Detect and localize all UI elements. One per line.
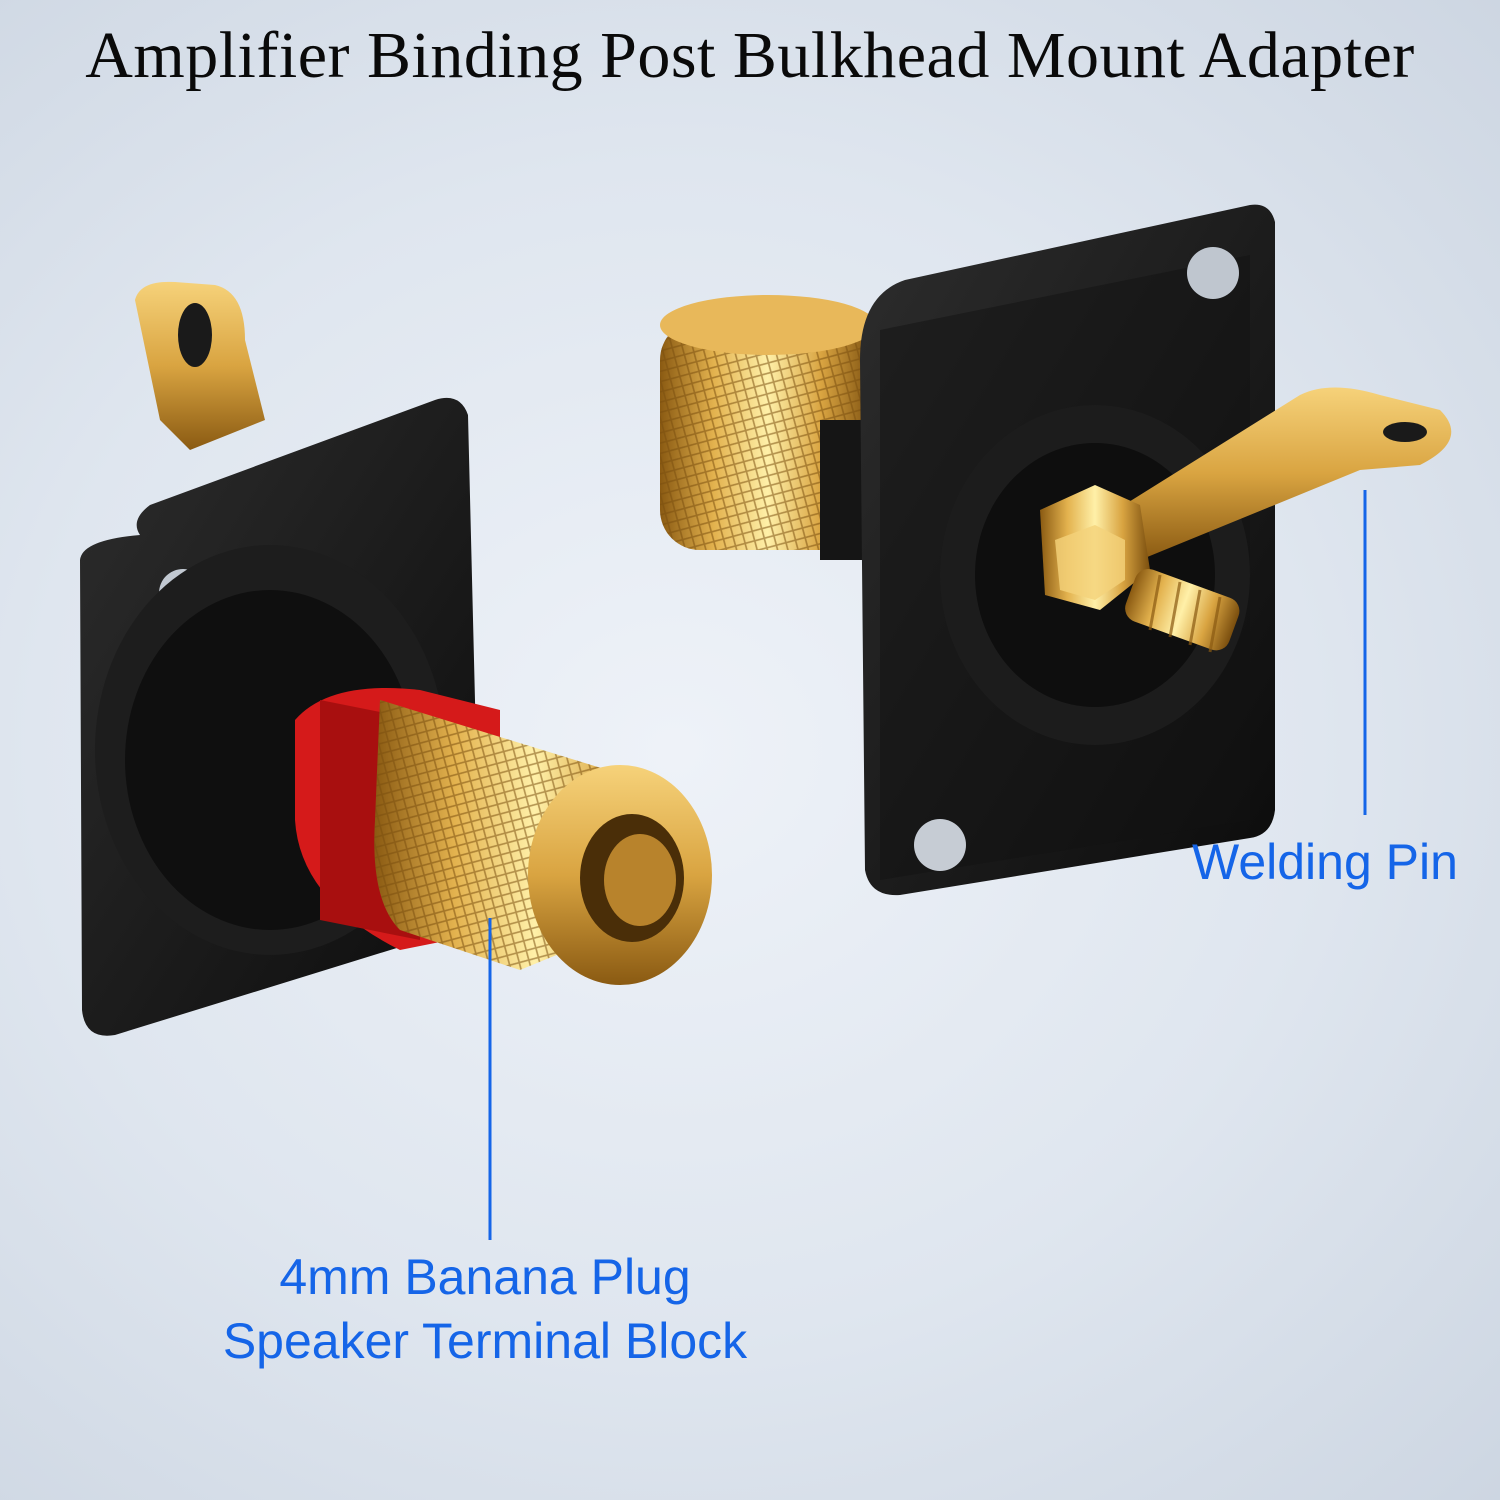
product-title: Amplifier Binding Post Bulkhead Mount Ad… xyxy=(85,19,1415,92)
welding-pin-label: Welding Pin xyxy=(1192,834,1458,890)
banana-plug-label-line2: Speaker Terminal Block xyxy=(222,1313,748,1369)
right-adapter xyxy=(660,204,1452,896)
banana-plug-label-line1: 4mm Banana Plug xyxy=(279,1249,691,1305)
banana-plug-label: 4mm Banana Plug Speaker Terminal Block xyxy=(130,1245,840,1373)
left-adapter xyxy=(80,281,712,1036)
